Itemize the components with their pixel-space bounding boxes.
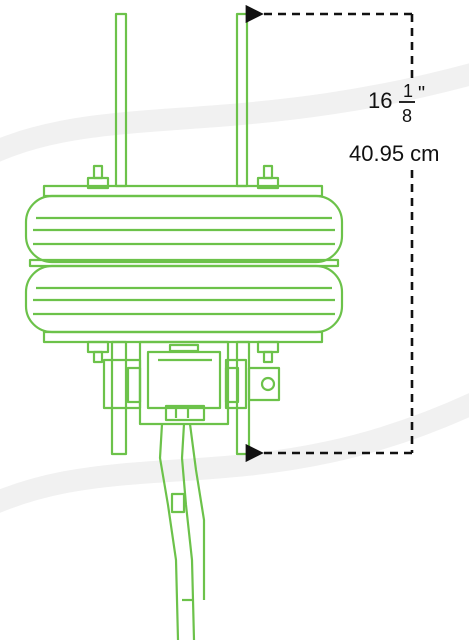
dimension-metric: 40.95 cm xyxy=(349,141,440,166)
top-plate xyxy=(42,184,324,198)
bottom-nuts xyxy=(86,340,280,364)
lower-convolution xyxy=(24,264,344,334)
dimension-whole-inches: 16 xyxy=(368,88,392,113)
air-hoses xyxy=(158,423,206,640)
bottom-mounting-bracket xyxy=(102,340,251,456)
top-nuts xyxy=(86,164,280,190)
upper-convolution xyxy=(24,194,344,264)
air-spring-bag xyxy=(24,12,344,640)
dimension-lines xyxy=(245,4,414,463)
top-mounting-studs xyxy=(114,12,249,188)
dimension-label: 16 1 8 " 40.95 cm xyxy=(349,81,440,166)
side-air-fitting xyxy=(247,366,281,402)
dimension-inch-mark: " xyxy=(418,83,425,105)
dimension-fraction-numerator: 1 xyxy=(403,81,413,101)
dimension-fraction-denominator: 8 xyxy=(402,106,412,126)
bottom-plate xyxy=(42,330,324,344)
center-valve-block xyxy=(138,340,230,426)
background-texture xyxy=(0,63,469,513)
